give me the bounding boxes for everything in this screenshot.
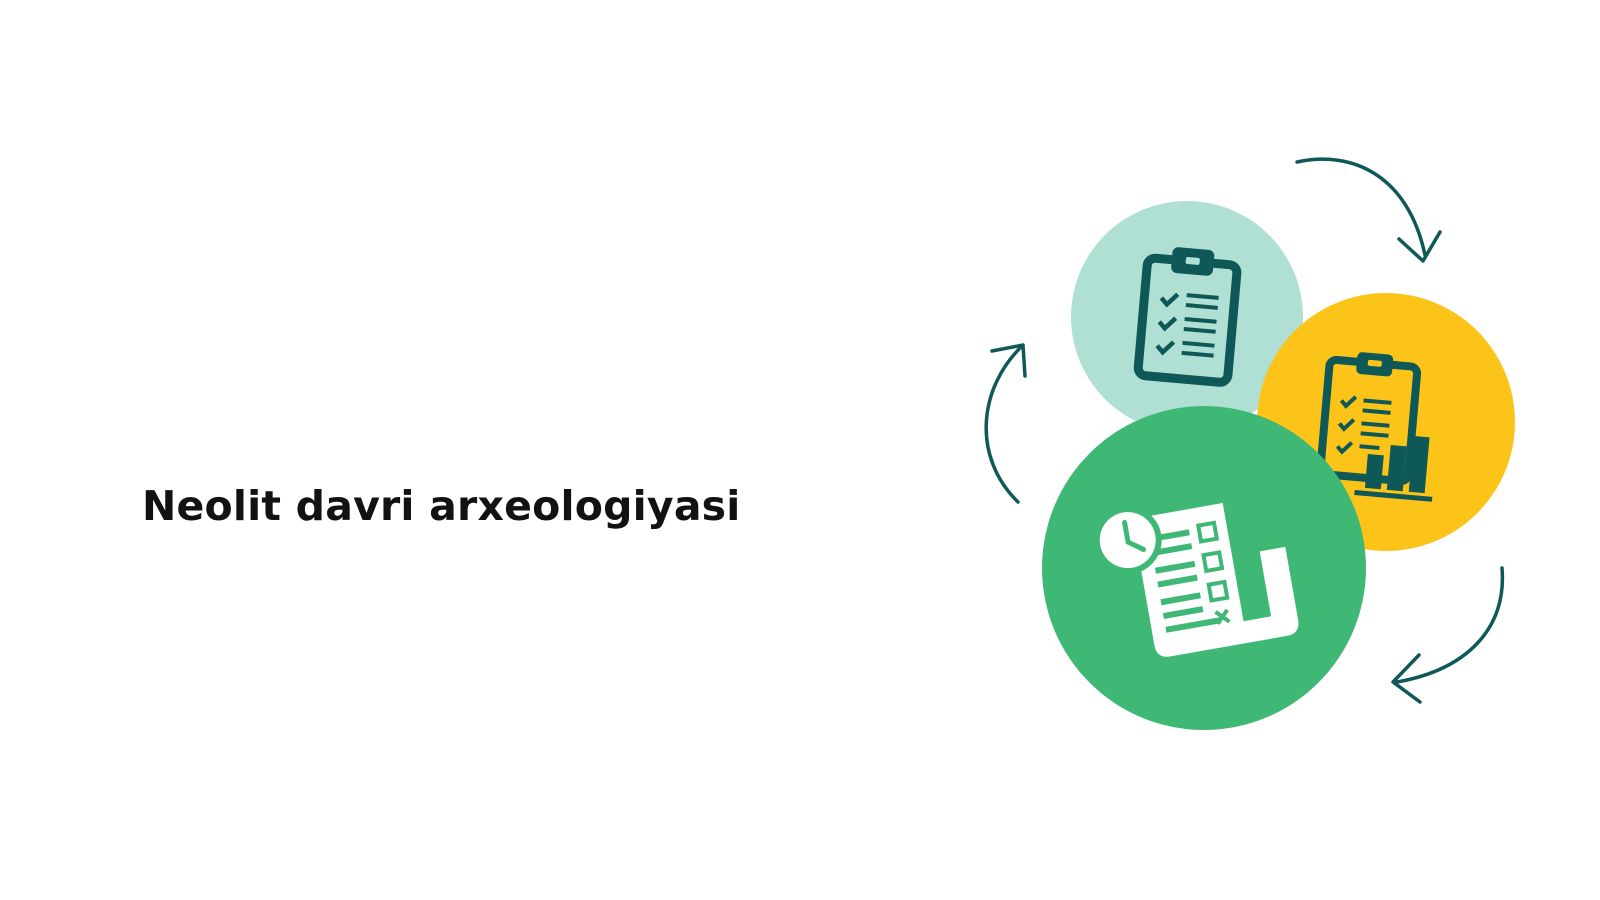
arrow-bottom-right-icon — [1391, 566, 1505, 704]
arrow-top-right-icon — [1295, 157, 1442, 263]
clipboard-chart-icon — [1316, 352, 1433, 502]
arrow-left-icon — [984, 343, 1027, 504]
slide-title: Neolit davri arxeologiyasi — [142, 482, 741, 530]
teal-circle — [1071, 201, 1303, 433]
checklist-clipboard-icon — [1133, 247, 1242, 387]
cycle-arrows — [984, 157, 1505, 704]
schedule-document-icon — [1093, 503, 1299, 657]
